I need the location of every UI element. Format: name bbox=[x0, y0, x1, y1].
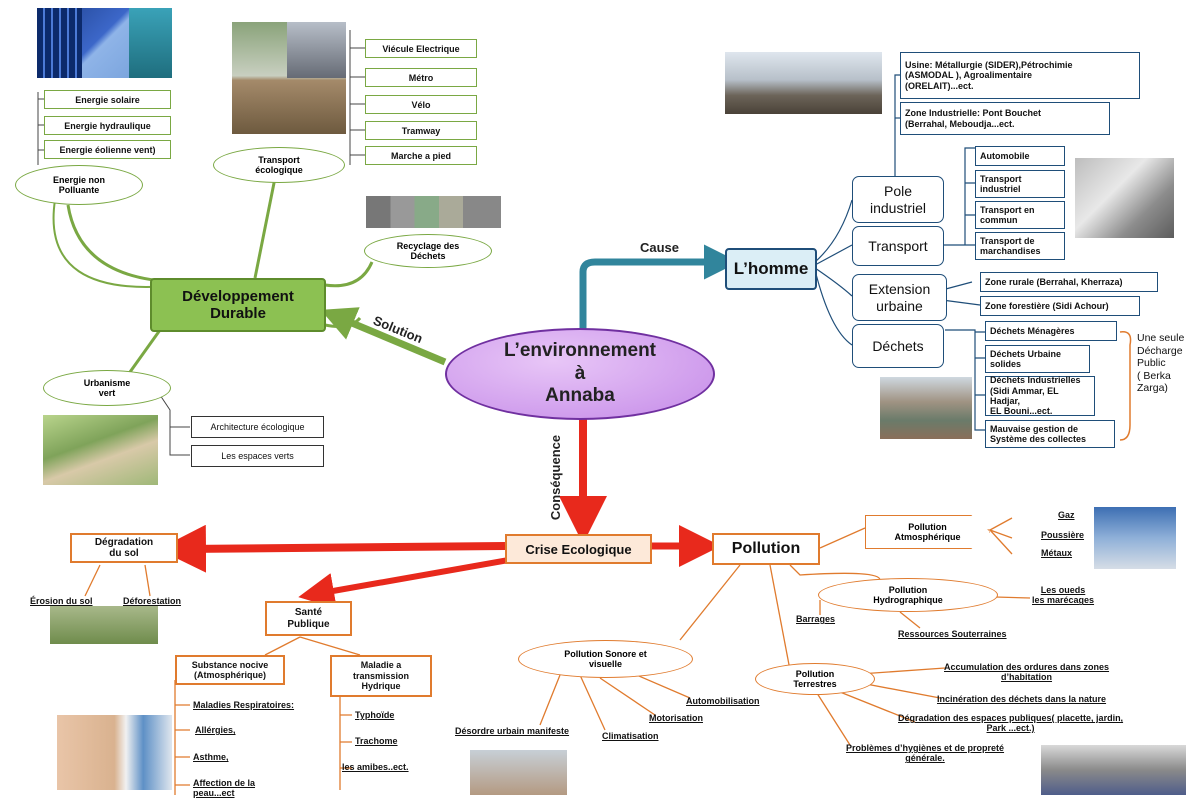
substance-item-1: Maladies Respiratoires: bbox=[193, 700, 295, 710]
substance-item-2: Allérgies, bbox=[195, 725, 236, 735]
crise-sante-arrow bbox=[298, 555, 521, 609]
factory-image bbox=[725, 52, 882, 114]
maladie-item-2: Trachome bbox=[355, 736, 398, 746]
urban-disorder-image bbox=[470, 750, 567, 795]
pole-item-1: Usine: Métallurgie (SIDER),Pétrochimie (… bbox=[900, 52, 1140, 99]
extension-item-1: Zone rurale (Berrahal, Kherraza) bbox=[980, 272, 1158, 292]
atmo-item-3: Métaux bbox=[1041, 548, 1073, 558]
pollution-node[interactable]: Pollution bbox=[712, 533, 820, 565]
extension-urbaine-node[interactable]: Extension urbaine bbox=[852, 274, 947, 321]
recyclage-oval[interactable]: Recyclage des Déchets bbox=[364, 234, 492, 268]
car-exhaust-image bbox=[1075, 158, 1174, 238]
pollution-terrestre-node[interactable]: Pollution Terrestres bbox=[755, 663, 875, 695]
energie-item-2: Energie hydraulique bbox=[44, 116, 171, 135]
sonore-item-1: Automobilisation bbox=[686, 696, 760, 706]
pollution-atmo-node[interactable]: Pollution Atmosphérique bbox=[865, 515, 990, 549]
eroded-land-image bbox=[50, 606, 158, 644]
transport-eco-item-1: Viécule Electrique bbox=[365, 39, 477, 58]
smokestack-image bbox=[1094, 507, 1176, 569]
hydro-item-1: Les oueds les marécages bbox=[1032, 585, 1095, 606]
sonore-item-4: Désordre urbain manifeste bbox=[455, 726, 570, 736]
energie-oval[interactable]: Energie non Polluante bbox=[15, 165, 143, 205]
terrestre-item-4: Problèmes d’hygiènes et de propreté géné… bbox=[846, 743, 1005, 764]
pollution-hydro-node[interactable]: Pollution Hydrographique bbox=[818, 578, 998, 612]
center-line3: Annaba bbox=[545, 385, 615, 407]
transport-item-4: Transport de marchandises bbox=[975, 232, 1065, 260]
developpement-durable-node[interactable]: Développement Durable bbox=[150, 278, 326, 332]
substance-item-4: Affection de la peau...ect bbox=[193, 778, 256, 799]
maladie-hydrique-node[interactable]: Maladie a transmission Hydrique bbox=[330, 655, 432, 697]
maladie-item-1: Typhoïde bbox=[355, 710, 395, 720]
pole-industriel-node[interactable]: Pole industriel bbox=[852, 176, 944, 223]
center-line1: L’environnement bbox=[503, 339, 657, 361]
terrestre-item-2: Incinération des déchets dans la nature bbox=[937, 694, 1107, 704]
dechets-node[interactable]: Déchets bbox=[852, 324, 944, 368]
transport-eco-item-2: Métro bbox=[365, 68, 477, 87]
urbanisme-item-1: Architecture écologique bbox=[191, 416, 324, 438]
dechets-item-4: Mauvaise gestion de Système des collecte… bbox=[985, 420, 1115, 448]
inhaler-image bbox=[57, 715, 172, 790]
degradation-sol-node[interactable]: Dégradation du sol bbox=[70, 533, 178, 563]
terrestre-item-3: Dégradation des espaces publiques( place… bbox=[898, 713, 1124, 734]
sante-publique-node[interactable]: Santé Publique bbox=[265, 601, 352, 636]
degradation-item-1: Érosion du sol bbox=[30, 596, 93, 606]
pollution-sonore-node[interactable]: Pollution Sonore et visuelle bbox=[518, 640, 693, 678]
transport-eco-item-5: Marche a pied bbox=[365, 146, 477, 165]
dechets-item-3: Déchets Industrielles (Sidi Ammar, EL Ha… bbox=[985, 375, 1095, 416]
eco-transport-image bbox=[232, 22, 346, 134]
green-city-image bbox=[43, 415, 158, 485]
extension-item-2: Zone forestière (Sidi Achour) bbox=[980, 296, 1140, 316]
hydro-item-3: Ressources Souterraines bbox=[898, 629, 1007, 639]
sonore-item-3: Climatisation bbox=[602, 731, 659, 741]
energie-item-3: Energie éolienne vent) bbox=[44, 140, 171, 159]
crise-degradation-arrow bbox=[158, 524, 506, 573]
urbanisme-oval[interactable]: Urbanisme vert bbox=[43, 370, 171, 406]
transport-item-3: Transport en commun bbox=[975, 201, 1065, 229]
recycling-bins-image bbox=[366, 196, 501, 228]
transport-node[interactable]: Transport bbox=[852, 226, 944, 266]
transport-eco-item-3: Vélo bbox=[365, 95, 477, 114]
transport-item-1: Automobile bbox=[975, 146, 1065, 166]
transport-eco-item-4: Tramway bbox=[365, 121, 477, 140]
decharge-note: Une seule Décharge Public ( Berka Zarga) bbox=[1137, 332, 1185, 395]
degradation-item-2: Déforestation bbox=[123, 596, 182, 606]
substance-nocive-node[interactable]: Substance nocive (Atmosphérique) bbox=[175, 655, 285, 685]
transport-eco-oval[interactable]: Transport écologique bbox=[213, 147, 345, 183]
substance-item-3: Asthme, bbox=[193, 752, 229, 762]
dechets-item-1: Déchets Ménagères bbox=[985, 321, 1117, 341]
pole-item-2: Zone Industrielle: Pont Bouchet (Berraha… bbox=[900, 102, 1110, 135]
center-node[interactable]: L’environnement à Annaba bbox=[445, 328, 715, 420]
consequence-label: Conséquence bbox=[548, 434, 564, 521]
maladie-item-3: les amibes..ect. bbox=[342, 762, 409, 772]
atmo-item-1: Gaz bbox=[1058, 510, 1075, 520]
atmo-item-2: Poussière bbox=[1041, 530, 1085, 540]
cause-label: Cause bbox=[640, 240, 680, 255]
energie-item-1: Energie solaire bbox=[44, 90, 171, 109]
terrestre-item-1: Accumulation des ordures dans zones d’ha… bbox=[944, 662, 1110, 683]
solution-arrow bbox=[320, 307, 447, 366]
transport-item-2: Transport industriel bbox=[975, 170, 1065, 198]
center-line2: à bbox=[574, 362, 586, 384]
hydro-item-2: Barrages bbox=[796, 614, 836, 624]
dechets-item-2: Déchets Urbaine solides bbox=[985, 345, 1090, 373]
cause-arrow bbox=[579, 244, 739, 330]
landfill-image bbox=[880, 377, 972, 439]
homme-node[interactable]: L’homme bbox=[725, 248, 817, 290]
crise-ecologique-node[interactable]: Crise Ecologique bbox=[505, 534, 652, 564]
garbage-street-image bbox=[1041, 745, 1186, 795]
sonore-item-2: Motorisation bbox=[649, 713, 703, 723]
urbanisme-item-2: Les espaces verts bbox=[191, 445, 324, 467]
solar-wind-image bbox=[37, 8, 172, 78]
